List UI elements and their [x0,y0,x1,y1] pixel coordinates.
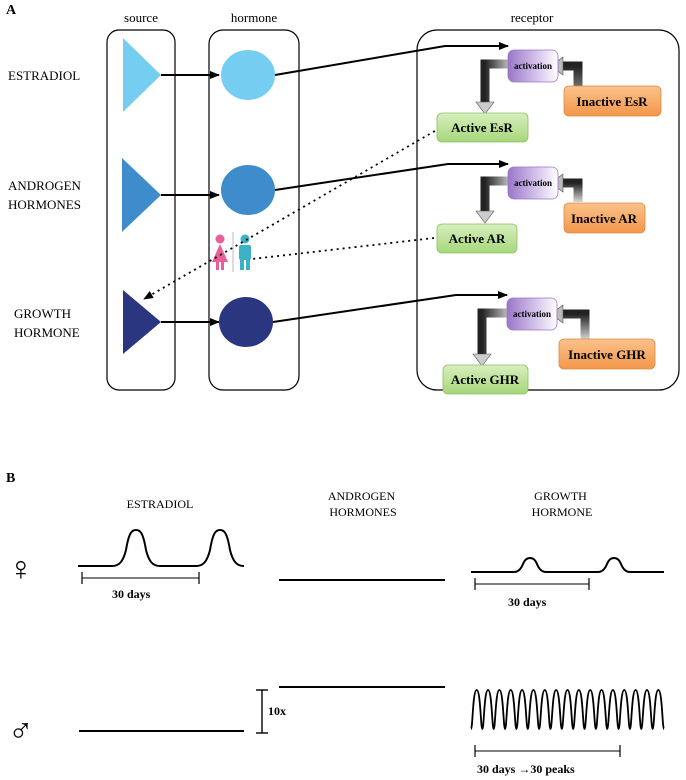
androgen-ratio-label: 10x [268,704,286,718]
receptor-pathway-androgen: activation Inactive AR Active AR [436,166,646,254]
hormone-estradiol-circle [221,50,275,100]
androgen-ratio-bracket [256,689,268,734]
activation-label-androgen: activation [514,178,552,188]
panel-b-label: B [6,471,15,486]
estradiol-period-scale [81,572,200,584]
source-androgen-triangle [122,158,161,232]
b-header-growth: GROWTH HORMONE [532,489,593,519]
arrow-hormone-receptor-growth [272,291,508,323]
header-source: source [124,10,158,25]
hormone-growth-circle [219,297,273,347]
panel-a: A source hormone receptor ESTRADIOL ANDR… [6,3,680,395]
activation-label-growth: activation [513,309,551,319]
growth-female-period-label: 30 days [508,595,547,609]
inactive-box-androgen [563,202,646,234]
activation-box-growth [506,297,558,331]
growth-male-period-label: 30 days →30 peaks [477,762,575,776]
activation-to-active-arrow-growth [477,308,512,356]
inactive-label-androgen: Inactive AR [571,211,638,226]
active-box-estradiol [436,112,529,143]
source-estradiol-triangle [123,38,161,112]
growth-male-period-scale [474,745,621,757]
estradiol-female-profile [78,528,245,567]
male-person-icon [239,234,251,270]
inactive-label-estradiol: Inactive EsR [576,94,648,109]
active-box-growth [442,364,529,395]
inactive-to-activation-arrow-androgen [561,178,583,202]
active-box-androgen [436,223,518,254]
male-symbol: ♂ [8,713,34,750]
row-label-growth: GROWTH HORMONE [14,306,80,340]
hormone-androgen-circle [221,165,275,215]
growth-female-period-scale [474,578,590,590]
activation-to-active-arrow-estradiol [480,59,513,104]
source-growth-triangle [123,290,161,354]
growth-male-profile [470,689,665,730]
receptor-column-box [416,29,680,391]
inactive-box-estradiol [563,85,662,117]
inactive-label-growth: Inactive GHR [568,347,646,362]
source-column-box [106,29,176,391]
feedback-line-androgen [251,237,435,260]
arrow-hormone-receptor-androgen [274,160,509,191]
panel-a-label: A [6,3,17,18]
panel-b: B ESTRADIOL ANDROGEN HORMONES GROWTH HOR… [6,471,665,776]
growth-female-profile [471,556,664,573]
active-label-androgen: Active AR [449,231,506,246]
b-header-androgen: ANDROGEN HORMONES [328,489,398,519]
receptor-pathway-growth: activation Inactive GHR Active GHR [442,297,656,395]
receptor-pathway-estradiol: activation Inactive EsR Active EsR [436,49,662,143]
active-label-estradiol: Active EsR [451,120,513,135]
feedback-arrow-estradiol [143,127,441,300]
activation-to-active-arrow-androgen [480,176,513,213]
row-label-androgen: ANDROGEN HORMONES [8,178,84,212]
header-hormone: hormone [231,10,277,25]
b-header-estradiol: ESTRADIOL [127,497,194,511]
header-receptor: receptor [511,10,554,25]
activation-box-estradiol [507,49,559,83]
activation-box-androgen [507,166,559,200]
female-symbol: ♀ [8,551,34,588]
activation-label-estradiol: activation [514,61,552,71]
active-label-growth: Active GHR [451,372,520,387]
inactive-box-growth [558,338,656,370]
row-label-estradiol: ESTRADIOL [8,68,80,83]
inactive-to-activation-arrow-growth [561,309,590,340]
arrow-hormone-receptor-estradiol [274,42,509,76]
estradiol-period-label: 30 days [112,587,151,601]
